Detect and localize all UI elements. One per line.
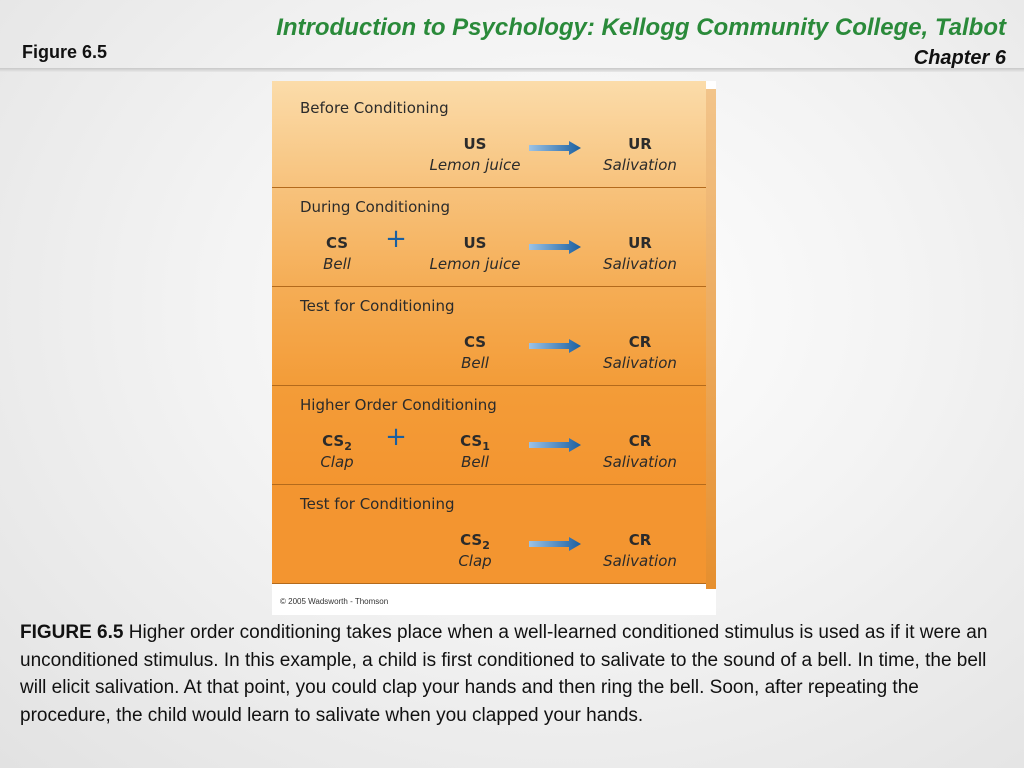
stimulus-description: Lemon juice <box>429 156 521 174</box>
response-description: Salivation <box>603 354 677 372</box>
stimulus-subscript: 1 <box>482 440 490 453</box>
response-term: CR <box>628 432 652 450</box>
stimulus-description: Clap <box>320 453 354 471</box>
panel-title: Test for Conditioning <box>300 495 455 513</box>
stimulus-term: CS <box>325 234 349 252</box>
figure-copyright: © 2005 Wadsworth - Thomson <box>280 597 389 606</box>
stimulus-description: Clap <box>458 552 492 570</box>
figure-caption: FIGURE 6.5 Higher order conditioning tak… <box>20 619 1010 729</box>
stimulus-term: CS2 <box>460 531 490 552</box>
stimulus-description: Bell <box>461 354 489 372</box>
panel-title: During Conditioning <box>300 198 450 216</box>
arrow-right-icon <box>529 240 581 254</box>
arrow-right-icon <box>529 537 581 551</box>
stimulus-description: Lemon juice <box>429 255 521 273</box>
response-term: CR <box>628 333 652 351</box>
figure-number-label: Figure 6.5 <box>22 42 108 62</box>
response-description: Salivation <box>603 156 677 174</box>
panel-title: Test for Conditioning <box>300 297 455 315</box>
stimulus-term: US <box>463 135 487 153</box>
stimulus-description: Bell <box>323 255 351 273</box>
response-description: Salivation <box>603 453 677 471</box>
response-term: CR <box>628 531 652 549</box>
arrow-right-icon <box>529 339 581 353</box>
header-divider <box>0 68 1024 72</box>
chapter-label: Chapter 6 <box>913 47 1006 69</box>
stimulus-term: CS2 <box>322 432 352 453</box>
stimulus-term: CS1 <box>460 432 490 453</box>
stimulus-subscript: 2 <box>344 440 352 453</box>
response-term: UR <box>628 234 652 252</box>
stimulus-description: Bell <box>461 453 489 471</box>
caption-text: Higher order conditioning takes place wh… <box>20 622 988 726</box>
figure-side-edge <box>706 89 716 589</box>
arrow-right-icon <box>529 438 581 452</box>
arrow-right-icon <box>529 141 581 155</box>
response-description: Salivation <box>603 552 677 570</box>
plus-icon: + <box>385 422 407 452</box>
panel-title: Higher Order Conditioning <box>300 396 497 414</box>
panel-title: Before Conditioning <box>300 99 449 117</box>
response-description: Salivation <box>603 255 677 273</box>
stimulus-subscript: 2 <box>482 539 490 552</box>
stimulus-term: US <box>463 234 487 252</box>
stimulus-term: CS <box>463 333 487 351</box>
response-term: UR <box>628 135 652 153</box>
plus-icon: + <box>385 224 407 254</box>
presentation-title: Introduction to Psychology: Kellogg Comm… <box>276 14 1006 41</box>
caption-label: FIGURE 6.5 <box>20 622 124 643</box>
